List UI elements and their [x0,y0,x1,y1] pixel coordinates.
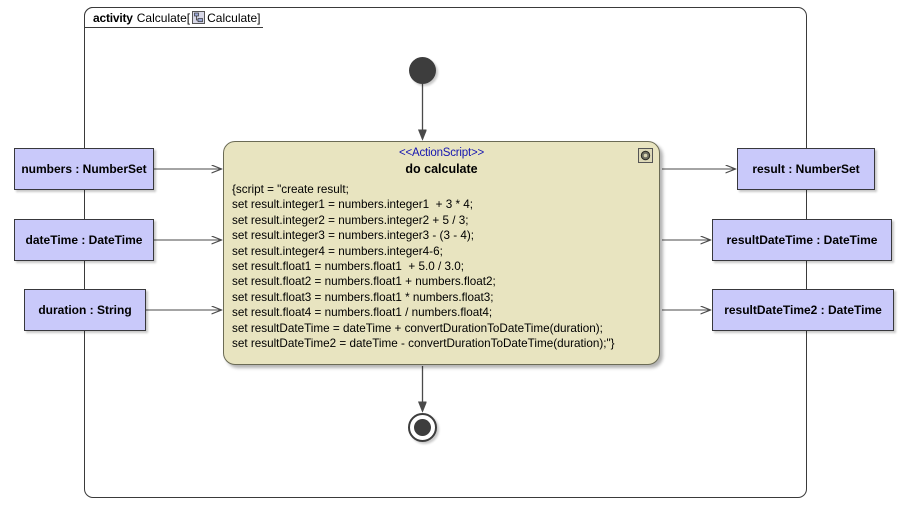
frame-name: Calculate [136,10,187,25]
action-stereotype: <<ActionScript>> [398,147,485,159]
script-line: set result.integer3 = numbers.integer3 -… [232,229,474,243]
input-pin-datetime-label: dateTime : DateTime [25,233,143,247]
frame-inner-name: Calculate [207,10,258,25]
action-node-do-calculate[interactable]: <<ActionScript>> do calculate {script = … [223,141,660,365]
script-line: set result.integer4 = numbers.integer4-6… [232,244,443,258]
script-line: set result.float3 = numbers.float1 * num… [232,290,494,304]
action-script-body: {script = "create result; set result.inte… [224,182,659,351]
initial-node[interactable] [409,57,436,84]
input-pin-numbers-label: numbers : NumberSet [21,162,147,176]
output-pin-resultdatetime-label: resultDateTime : DateTime [726,233,878,247]
input-pin-numbers[interactable]: numbers : NumberSet [14,148,154,190]
activity-frame-header: activity Calculate [ Calculate ] [84,7,263,28]
input-pin-duration[interactable]: duration : String [24,289,146,331]
output-pin-resultdatetime[interactable]: resultDateTime : DateTime [712,219,892,261]
script-line: set resultDateTime = dateTime + convertD… [232,321,603,335]
activity-final-node[interactable] [408,413,437,442]
script-line: {script = "create result; [232,183,349,196]
input-pin-datetime[interactable]: dateTime : DateTime [14,219,154,261]
script-line: set resultDateTime2 = dateTime - convert… [232,337,615,351]
script-line: set result.float1 = numbers.float1 + 5.0… [232,260,464,274]
frame-keyword: activity [93,10,133,25]
action-script-badge-icon [638,148,653,163]
action-title: do calculate [405,162,478,176]
output-pin-resultdatetime2[interactable]: resultDateTime2 : DateTime [712,289,894,331]
output-pin-resultdatetime2-label: resultDateTime2 : DateTime [724,303,882,317]
script-line: set result.integer2 = numbers.integer2 +… [232,213,469,227]
script-line: set result.float4 = numbers.float1 / num… [232,306,493,320]
output-pin-result[interactable]: result : NumberSet [737,148,875,190]
script-line: set result.float2 = numbers.float1 + num… [232,275,496,289]
script-line: set result.integer1 = numbers.integer1 +… [232,198,474,212]
activity-diagram-icon [192,11,206,24]
output-pin-result-label: result : NumberSet [752,162,860,176]
frame-bracket-close: ] [257,10,261,25]
frame-bracket-open: [ [186,10,191,25]
input-pin-duration-label: duration : String [38,303,132,317]
